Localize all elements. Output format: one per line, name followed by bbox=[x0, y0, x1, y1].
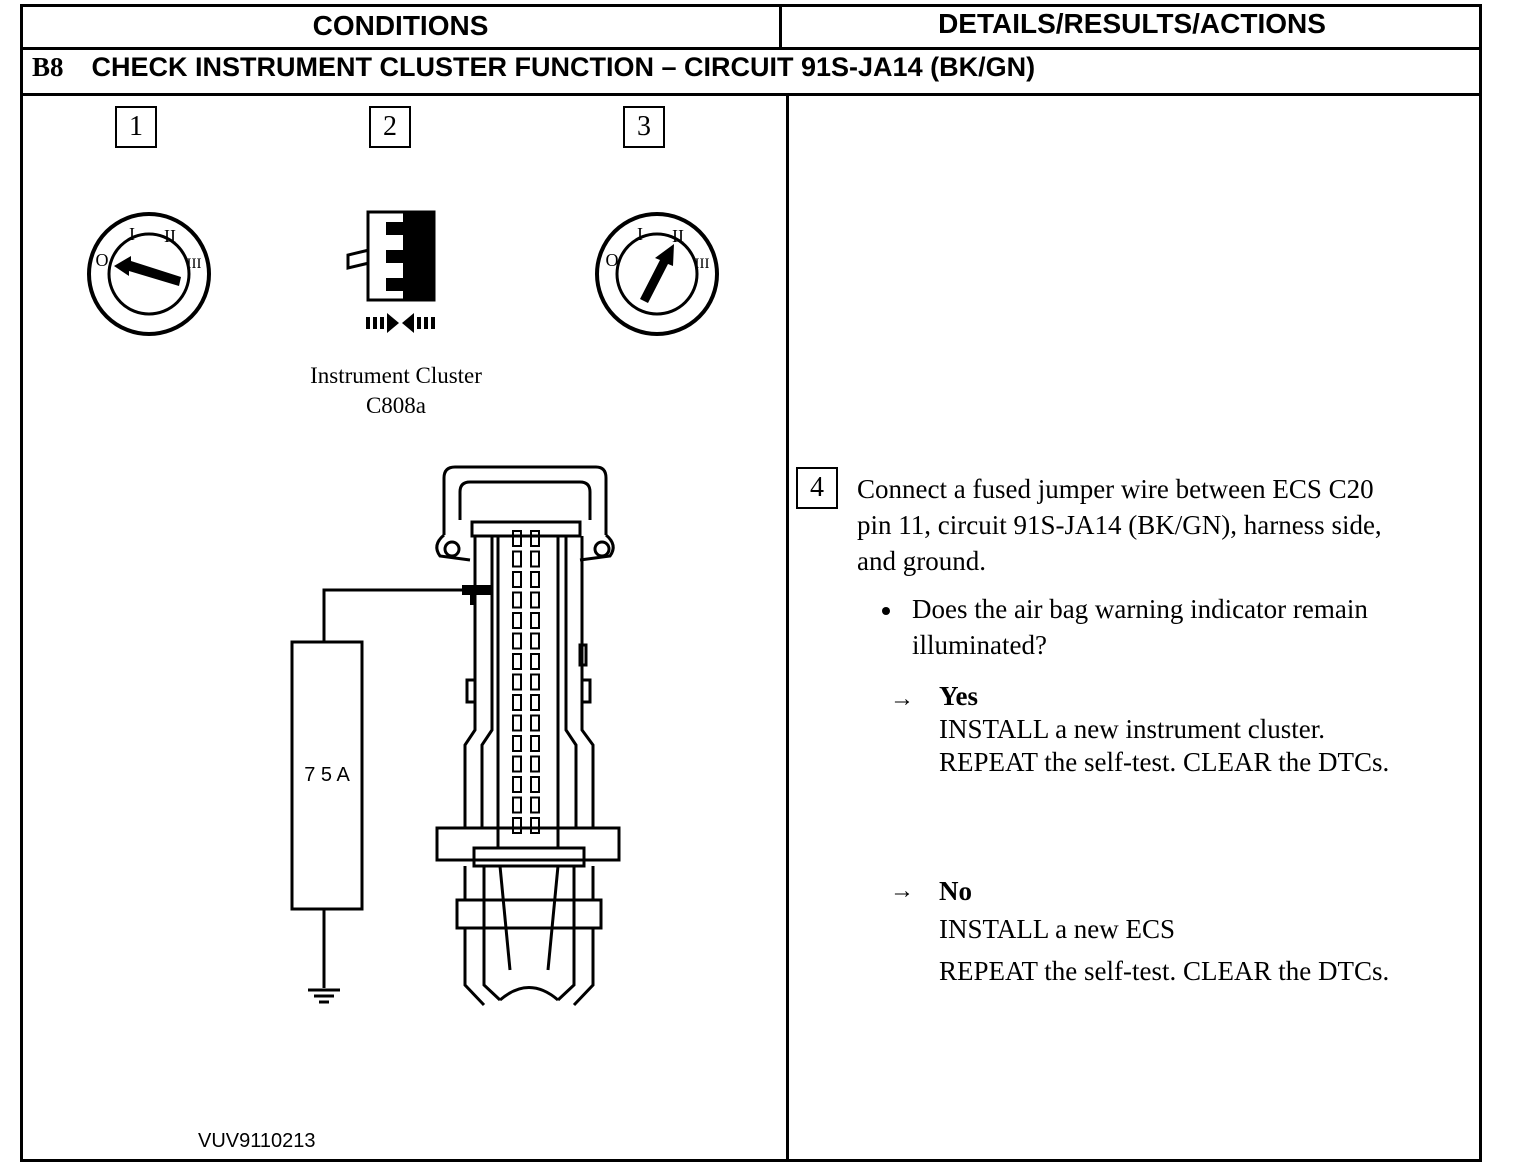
header-divider bbox=[20, 47, 1482, 50]
yes-result: Yes INSTALL a new instrument cluster. RE… bbox=[939, 680, 1389, 779]
table-frame bbox=[20, 4, 1482, 1162]
connector-pin-cavity bbox=[512, 796, 522, 814]
connector-pin-cavity bbox=[530, 776, 540, 793]
connector-pin-cavity bbox=[512, 776, 522, 793]
yes-arrow-icon: → bbox=[890, 686, 914, 712]
connector-pin-cavity bbox=[530, 653, 540, 670]
ignition-switch-run-icon: O I II III bbox=[595, 212, 719, 336]
ignition-switch-off-icon: O I II III bbox=[87, 212, 211, 336]
connector-pin-cavity bbox=[530, 571, 540, 588]
no-result: No INSTALL a new ECS REPEAT the self-tes… bbox=[939, 872, 1389, 990]
connector-pin-cavity bbox=[512, 673, 522, 691]
connector-pin-cavity bbox=[512, 653, 522, 670]
connector-pin-cavity bbox=[512, 591, 522, 609]
step-4-question: Does the air bag warning indicator remai… bbox=[912, 591, 1368, 663]
instrument-cluster-connector bbox=[435, 465, 621, 1007]
no-action-1: INSTALL a new ECS bbox=[939, 914, 1176, 944]
connector-pin-cavity bbox=[512, 571, 522, 588]
no-arrow-icon: → bbox=[890, 878, 914, 904]
connector-pin-cavity bbox=[512, 694, 522, 711]
step-1-box: 1 bbox=[115, 106, 157, 148]
details-header: DETAILS/RESULTS/ACTIONS bbox=[938, 8, 1326, 39]
connector-caption-name: Instrument Cluster bbox=[310, 363, 482, 388]
step-3-box: 3 bbox=[623, 106, 665, 148]
connector-pin-cavity bbox=[530, 550, 540, 568]
ignition-mark-start: III bbox=[187, 256, 202, 272]
instruction-line-2: pin 11, circuit 91S-JA14 (BK/GN), harnes… bbox=[857, 510, 1382, 540]
connector-pin-cavity bbox=[530, 632, 540, 650]
question-bullet bbox=[882, 607, 890, 615]
connector-pin-cavity bbox=[512, 714, 522, 732]
yes-action-2: REPEAT the self-test. CLEAR the DTCs. bbox=[939, 747, 1390, 777]
connector-pin-cavity bbox=[512, 530, 522, 547]
connector-pin-cavity bbox=[512, 735, 522, 752]
body-column-divider bbox=[786, 95, 789, 1160]
no-action-2: REPEAT the self-test. CLEAR the DTCs. bbox=[939, 956, 1390, 986]
title-divider bbox=[20, 93, 1482, 96]
test-title: B8 CHECK INSTRUMENT CLUSTER FUNCTION – CI… bbox=[32, 52, 1035, 83]
fuse-label: 7 5 A bbox=[304, 764, 350, 786]
question-line-1: Does the air bag warning indicator remai… bbox=[912, 594, 1368, 624]
header-column-divider bbox=[779, 4, 782, 49]
connector-pin-cavity bbox=[530, 591, 540, 609]
connector-pin-cavity bbox=[530, 673, 540, 691]
connector-pin-cavity bbox=[512, 755, 522, 773]
step-2-box: 2 bbox=[369, 106, 411, 148]
connector-pin-cavity bbox=[512, 632, 522, 650]
step-4-box: 4 bbox=[796, 467, 838, 509]
instruction-line-1: Connect a fused jumper wire between ECS … bbox=[857, 474, 1374, 504]
instruction-line-3: and ground. bbox=[857, 546, 986, 576]
ignition-mark-acc: I bbox=[129, 224, 135, 244]
connector-pin-cavity bbox=[530, 714, 540, 732]
connector-pin-cavity bbox=[530, 796, 540, 814]
question-line-2: illuminated? bbox=[912, 630, 1047, 660]
connector-pin-cavity bbox=[530, 817, 540, 834]
fused-jumper-wire: 7 5 A bbox=[290, 585, 492, 1004]
step-4-instruction: Connect a fused jumper wire between ECS … bbox=[857, 471, 1382, 579]
ignition-mark-run: II bbox=[164, 226, 176, 246]
connector-pin-cavity bbox=[530, 694, 540, 711]
connector-pin-cavity bbox=[530, 530, 540, 547]
no-label: No bbox=[939, 876, 972, 906]
yes-action-1: INSTALL a new instrument cluster. bbox=[939, 714, 1326, 744]
connector-pin-cavity bbox=[530, 755, 540, 773]
ignition-mark-start-2: III bbox=[695, 256, 710, 272]
test-code: B8 bbox=[32, 52, 64, 82]
illustration-reference-code: VUV9110213 bbox=[198, 1130, 316, 1152]
yes-label: Yes bbox=[939, 681, 978, 711]
connector-pin-cavity bbox=[530, 612, 540, 629]
conditions-header: CONDITIONS bbox=[312, 10, 489, 41]
ignition-mark-off-2: O bbox=[606, 250, 619, 270]
connector-pin-cavity bbox=[512, 550, 522, 568]
connector-pin-cavity bbox=[512, 612, 522, 629]
connector-caption-id: C808a bbox=[365, 393, 427, 418]
test-title-text: CHECK INSTRUMENT CLUSTER FUNCTION – CIRC… bbox=[91, 52, 1036, 82]
conditions-illustration: O I II III O I II III bbox=[87, 210, 719, 1007]
ignition-mark-acc-2: I bbox=[637, 224, 643, 244]
connector-pin-cavity bbox=[530, 735, 540, 752]
connector-caption: Instrument Cluster C808a bbox=[266, 361, 526, 421]
connector-disconnect-icon bbox=[346, 210, 436, 333]
connector-pin-cavities bbox=[512, 530, 540, 834]
connector-pin-cavity bbox=[512, 817, 522, 834]
ignition-mark-run-2: II bbox=[672, 226, 684, 246]
ignition-mark-off: O bbox=[96, 250, 109, 270]
